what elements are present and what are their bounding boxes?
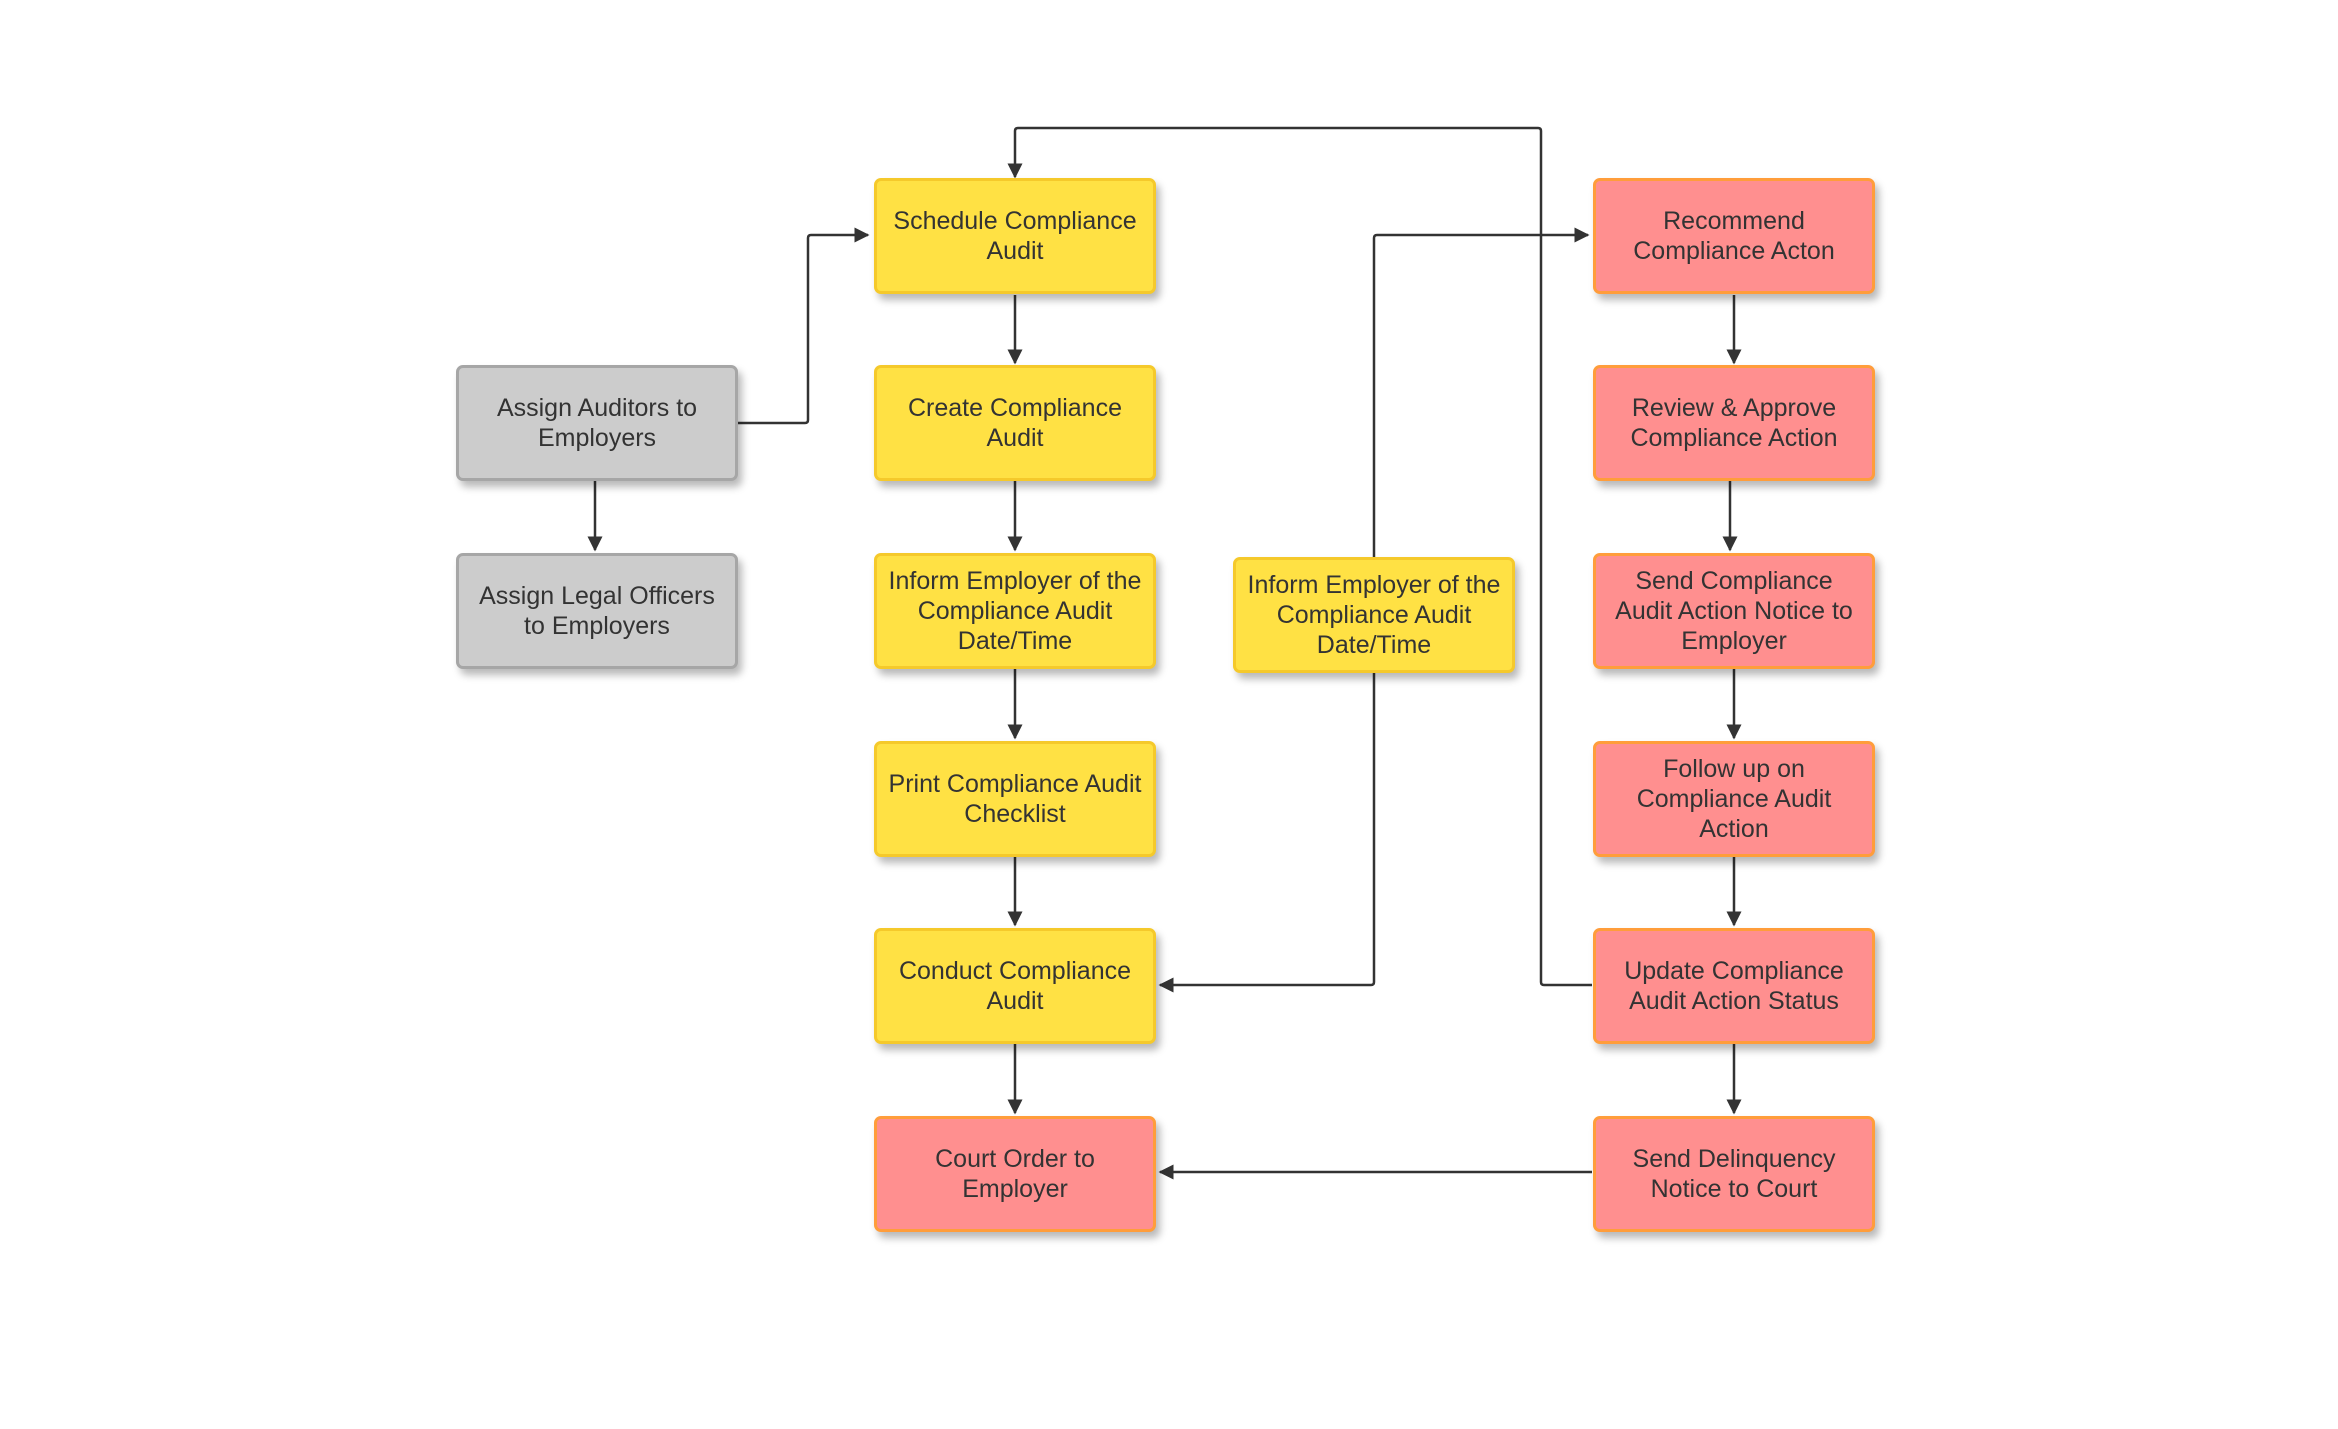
connector-update-to-schedule [1007,126,1592,987]
connector-inform-2-to-conduct [1158,672,1376,993]
node-schedule-compliance-audit[interactable]: Schedule Compliance Audit [874,178,1156,294]
node-label: Conduct Compliance Audit [898,957,1132,1015]
node-label: Schedule Compliance Audit [893,207,1137,265]
node-label: Create Compliance Audit [908,394,1122,452]
node-label: Court Order to Employer [935,1145,1095,1203]
node-label: Update Compliance Audit Action Status [1624,957,1844,1015]
node-inform-employer-audit-date[interactable]: Inform Employer of the Compliance Audit … [874,553,1156,669]
node-follow-up-action[interactable]: Follow up on Compliance Audit Action [1593,741,1875,857]
node-label: Review & Approve Compliance Action [1630,394,1838,452]
node-send-delinquency-notice[interactable]: Send Delinquency Notice to Court [1593,1116,1875,1232]
node-create-compliance-audit[interactable]: Create Compliance Audit [874,365,1156,481]
node-label: Assign Legal Officers to Employers [479,582,715,640]
node-assign-legal-officers[interactable]: Assign Legal Officers to Employers [456,553,738,669]
node-label: Print Compliance Audit Checklist [888,770,1142,828]
connector-assign-auditors-to-schedule [736,227,870,425]
node-print-checklist[interactable]: Print Compliance Audit Checklist [874,741,1156,857]
node-label: Assign Auditors to Employers [496,394,698,452]
node-assign-auditors[interactable]: Assign Auditors to Employers [456,365,738,481]
node-send-action-notice[interactable]: Send Compliance Audit Action Notice to E… [1593,553,1875,669]
node-recommend-compliance-action[interactable]: Recommend Compliance Acton [1593,178,1875,294]
node-conduct-compliance-audit[interactable]: Conduct Compliance Audit [874,928,1156,1044]
node-label: Follow up on Compliance Audit Action [1636,755,1832,843]
node-inform-employer-audit-date-2[interactable]: Inform Employer of the Compliance Audit … [1233,557,1515,673]
node-label: Send Delinquency Notice to Court [1632,1145,1836,1203]
node-update-action-status[interactable]: Update Compliance Audit Action Status [1593,928,1875,1044]
node-label: Inform Employer of the Compliance Audit … [1247,571,1501,659]
node-court-order-to-employer[interactable]: Court Order to Employer [874,1116,1156,1232]
node-label: Recommend Compliance Acton [1633,207,1835,265]
connector-inform-2-to-recommend [1372,227,1590,558]
node-label: Inform Employer of the Compliance Audit … [888,567,1142,655]
node-label: Send Compliance Audit Action Notice to E… [1615,567,1853,655]
node-review-approve-compliance-action[interactable]: Review & Approve Compliance Action [1593,365,1875,481]
